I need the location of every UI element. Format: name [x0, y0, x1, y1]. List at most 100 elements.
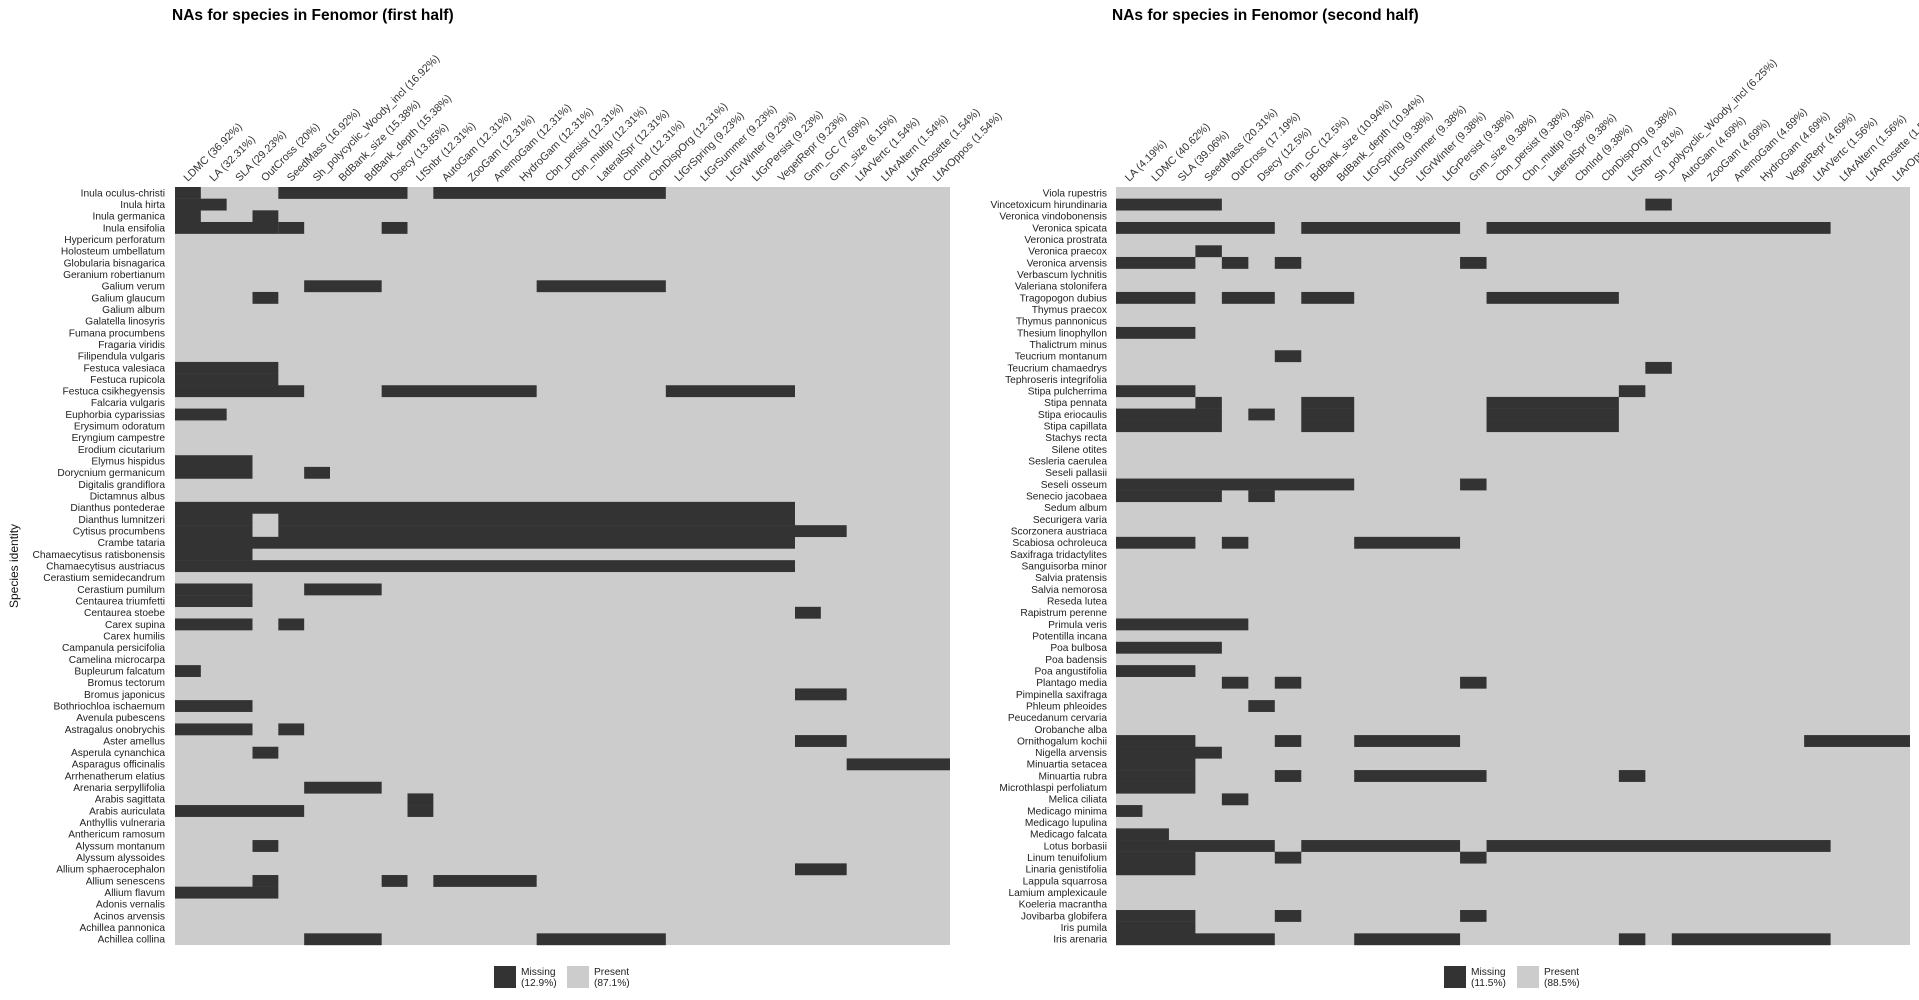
row-label: Alyssum alyssoides — [76, 853, 165, 864]
row-label: Achillea pannonica — [79, 923, 165, 934]
row-label: Thymus praecox — [1032, 305, 1107, 316]
legend-pct-missing: (12.9%) — [521, 978, 557, 989]
row-label: Dorycnium germanicum — [57, 468, 165, 479]
missing-cell — [175, 210, 201, 223]
missing-cell — [1116, 291, 1196, 304]
missing-cell — [536, 933, 666, 946]
row-label: Minuartia setacea — [1027, 760, 1108, 771]
missing-cell — [175, 501, 795, 514]
missing-cell — [1301, 420, 1355, 433]
missing-cell — [175, 466, 253, 479]
row-label: Teucrium chamaedrys — [1007, 363, 1107, 374]
missing-cell — [1645, 198, 1672, 211]
row-label: Vincetoxicum hirundinaria — [991, 200, 1108, 211]
missing-cell — [1116, 641, 1222, 654]
row-label: Camelina microcarpa — [69, 655, 166, 666]
row-label: Dictamnus albus — [90, 492, 165, 503]
row-label: Valeriana stolonifera — [1015, 282, 1107, 293]
missing-cell — [1221, 536, 1249, 549]
row-label: Asperula cynanchica — [71, 748, 165, 759]
row-label: Nigella arvensis — [1035, 748, 1107, 759]
missing-cell — [795, 688, 847, 701]
missing-cell — [795, 735, 847, 747]
missing-cell — [1486, 408, 1619, 421]
row-label: Plantago media — [1036, 678, 1107, 689]
row-label: Crambe tataria — [98, 538, 166, 549]
row-label: Arrhenatherum elatius — [65, 771, 165, 782]
missing-cell — [536, 280, 666, 293]
row-label: Peucedanum cervaria — [1008, 713, 1107, 724]
second-half-present-area — [1116, 187, 1910, 945]
missing-cell — [1248, 490, 1275, 503]
row-label: Stachys recta — [1045, 433, 1107, 444]
row-label: Senecio jacobaea — [1026, 492, 1107, 503]
first-half-legend: Missing(12.9%)Present(87.1%) — [494, 966, 630, 989]
row-label: Inula hirta — [120, 200, 165, 211]
row-label: Sanguisorba minor — [1021, 562, 1107, 573]
missing-cell — [1116, 851, 1196, 864]
missing-cell — [175, 513, 253, 526]
missing-cell — [1645, 361, 1672, 374]
missing-cell — [1248, 700, 1275, 712]
row-label: Campanula persicifolia — [62, 643, 165, 654]
row-label: Jovibarba globifera — [1021, 911, 1107, 922]
row-label: Iris arenaria — [1053, 935, 1107, 946]
missing-cell — [304, 933, 382, 946]
missing-cell — [304, 583, 382, 596]
missing-cell — [1221, 291, 1275, 304]
row-label: Veronica praecox — [1028, 247, 1107, 258]
missing-cell — [1116, 770, 1196, 782]
row-label: Fragaria viridis — [98, 340, 165, 351]
missing-cell — [252, 746, 279, 759]
row-label: Allium flavum — [104, 888, 165, 899]
missing-cell — [278, 525, 795, 538]
missing-cell — [1116, 490, 1222, 503]
missing-cell — [1460, 910, 1487, 922]
row-label: Tragopogon dubius — [1020, 293, 1107, 304]
first-half-panel: NAs for species in Fenomor (first half)L… — [7, 7, 1005, 989]
legend-label-present: Present — [1544, 967, 1579, 978]
row-label: Dianthus lumnitzeri — [78, 515, 165, 526]
missing-cell — [1618, 385, 1646, 398]
missing-cell — [1116, 735, 1196, 747]
row-label: Chamaecytisus ratisbonensis — [33, 550, 166, 561]
row-label: Sesleria caerulea — [1028, 457, 1107, 468]
missing-cell — [278, 618, 305, 631]
row-label: Astragalus onobrychis — [65, 725, 165, 736]
row-label: Stipa capillata — [1044, 422, 1108, 433]
missing-cell — [278, 723, 305, 736]
missing-cell — [1274, 770, 1302, 782]
row-label: Salvia pratensis — [1035, 573, 1107, 584]
row-label: Iris pumila — [1061, 923, 1108, 934]
row-label: Arabis sagittata — [95, 795, 166, 806]
first-half-title: NAs for species in Fenomor (first half) — [172, 7, 454, 24]
missing-cell — [1460, 851, 1487, 864]
row-label: Ornithogalum kochii — [1017, 736, 1107, 747]
row-label: Holosteum umbellatum — [61, 247, 165, 258]
row-label: Sedum album — [1044, 503, 1107, 514]
missing-cell — [1486, 420, 1619, 433]
row-label: Securigera varia — [1033, 515, 1108, 526]
missing-cell — [304, 280, 382, 293]
legend-swatch-present — [1517, 966, 1539, 988]
row-label: Centaurea triumfetti — [76, 596, 165, 607]
missing-cell — [1354, 735, 1461, 747]
missing-cell — [1274, 910, 1302, 922]
missing-cell — [1116, 746, 1222, 759]
row-label: Festuca valesiaca — [83, 363, 165, 374]
row-label: Koeleria macrantha — [1019, 900, 1108, 911]
first-half-y-axis-title: Species identity — [7, 524, 21, 608]
row-label: Silene otites — [1052, 445, 1108, 456]
missing-cell — [1116, 933, 1275, 946]
missing-cell — [1486, 396, 1619, 409]
row-label: Anthyllis vulneraria — [80, 818, 166, 829]
missing-cell — [1116, 828, 1169, 841]
row-label: Eryngium campestre — [72, 433, 166, 444]
missing-cell — [1618, 933, 1646, 946]
row-label: Medicago lupulina — [1025, 818, 1107, 829]
missing-cell — [1460, 676, 1487, 689]
row-label: Veronica vindobonensis — [999, 212, 1107, 223]
missing-cell — [252, 840, 279, 852]
row-label: Reseda lutea — [1047, 596, 1107, 607]
